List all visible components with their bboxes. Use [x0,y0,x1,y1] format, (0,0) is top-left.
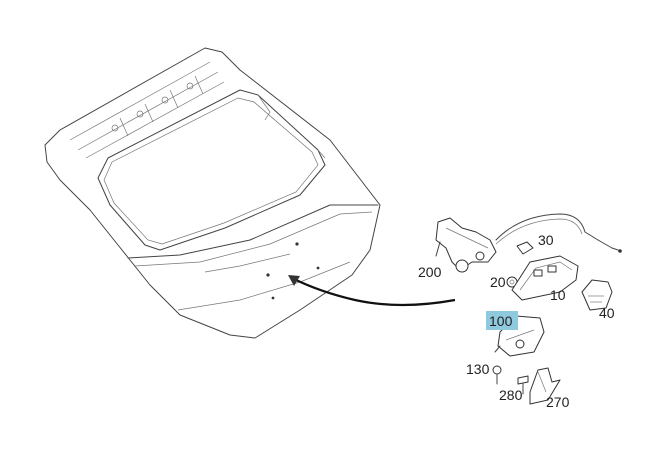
callout-280[interactable]: 280 [499,387,523,403]
callout-10[interactable]: 10 [550,287,566,303]
part-10-drawing [511,255,579,301]
callout-100[interactable]: 100 [489,313,513,329]
part-130-drawing [492,365,502,385]
part-270-drawing [529,367,561,405]
callout-40[interactable]: 40 [599,305,615,321]
callout-270[interactable]: 270 [546,394,570,410]
part-280-drawing [517,375,529,395]
callout-30[interactable]: 30 [538,232,554,248]
part-30-drawing [516,241,534,255]
part-40-drawing [581,279,613,311]
pointer-arrow [288,275,456,307]
part-200-drawing [435,213,622,273]
callout-200[interactable]: 200 [418,264,442,280]
callout-130[interactable]: 130 [466,361,490,377]
tailgate-drawing [44,47,381,339]
callout-20[interactable]: 20 [490,274,506,290]
callout-100-highlight [486,311,518,330]
